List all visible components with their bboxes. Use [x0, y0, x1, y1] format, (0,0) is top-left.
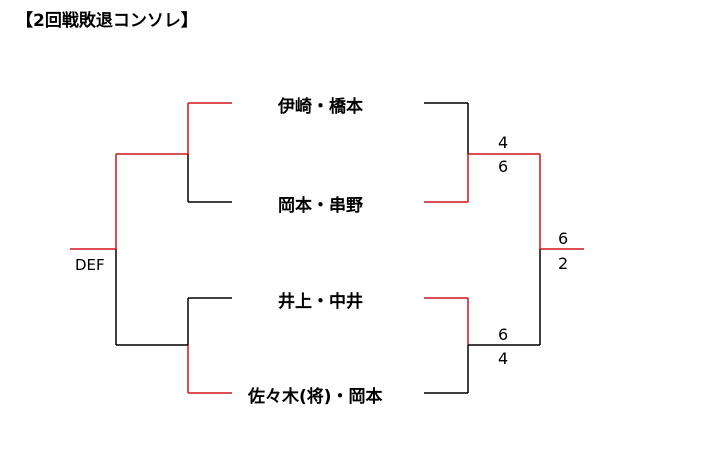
- def-label: DEF: [75, 256, 105, 274]
- player-pair-4: 佐々木(将)・岡本: [248, 387, 383, 407]
- semifinal-2-score-top: 6: [498, 325, 509, 344]
- semifinal-1-score-bottom: 6: [498, 157, 509, 176]
- player-pair-2: 岡本・串野: [278, 196, 363, 216]
- player-pair-3: 井上・中井: [278, 292, 363, 312]
- semifinal-2-score-bottom: 4: [498, 349, 509, 368]
- player-pair-1: 伊崎・橋本: [278, 97, 363, 117]
- final-score-top: 6: [558, 229, 569, 248]
- final-score-bottom: 2: [558, 254, 569, 273]
- page-title: 【2回戦敗退コンソレ】: [16, 11, 198, 31]
- semifinal-1-score-top: 4: [498, 133, 509, 152]
